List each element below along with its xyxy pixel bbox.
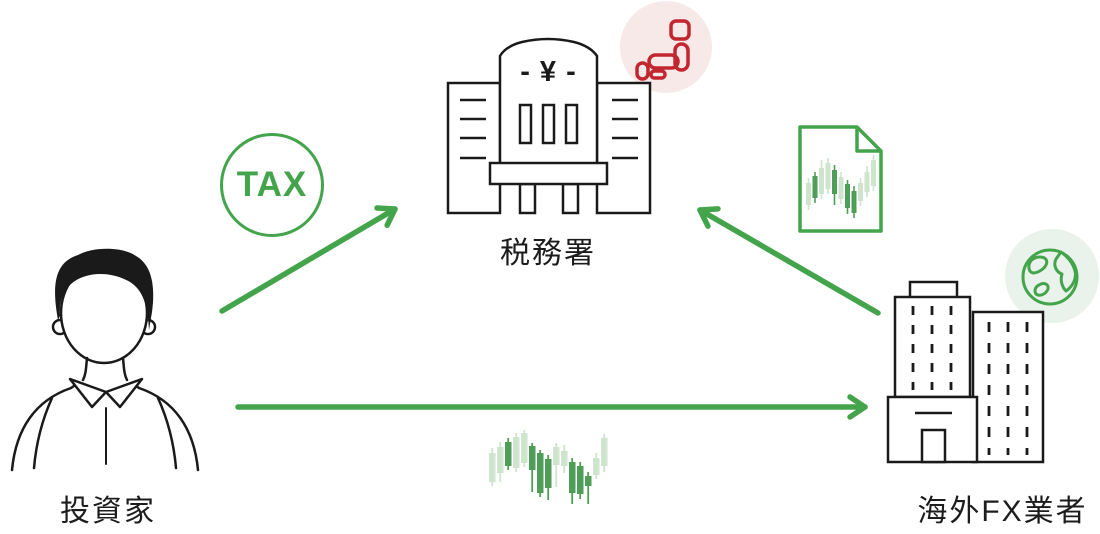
tax-badge-label: TAX bbox=[236, 165, 308, 204]
collar-left bbox=[68, 377, 108, 409]
arrows bbox=[219, 205, 881, 420]
pink-circle bbox=[620, 1, 712, 93]
globe-icon bbox=[1021, 248, 1079, 306]
fx-tower-roof bbox=[908, 280, 959, 300]
fx-door bbox=[920, 428, 947, 464]
green-circle bbox=[1005, 229, 1099, 323]
investor-icon bbox=[10, 248, 200, 472]
tax-right-wing bbox=[595, 81, 652, 215]
collar-right bbox=[104, 377, 144, 409]
mini-candlestick-chart bbox=[806, 155, 876, 218]
candlestick-chart bbox=[489, 430, 608, 504]
stamp-badge bbox=[620, 1, 712, 93]
hair bbox=[55, 248, 154, 330]
arrow-investor-to-tax-office bbox=[219, 205, 398, 314]
tax-office-label: 税務署 bbox=[500, 237, 596, 270]
stamp-shapes-icon bbox=[635, 19, 691, 81]
investor-label: 投資家 bbox=[60, 495, 156, 528]
tax-office-icon bbox=[446, 37, 652, 215]
fx-broker-group bbox=[886, 229, 1099, 464]
tax-badge: TAX bbox=[220, 133, 324, 237]
trade-report-document-icon bbox=[798, 125, 883, 233]
fx-broker-icon bbox=[886, 280, 1045, 464]
tax-left-wing bbox=[446, 81, 502, 215]
fx-broker-label: 海外FX業者 bbox=[917, 495, 1088, 528]
arrow-fx-broker-to-tax-office bbox=[697, 206, 881, 316]
yen-sign: - ¥ - bbox=[520, 56, 577, 88]
